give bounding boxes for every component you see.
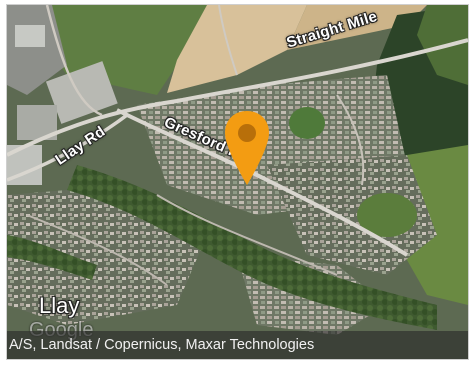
tree-belt [67,165,437,330]
location-pin-icon[interactable] [222,109,272,189]
map-attribution: A/S, Landsat / Copernicus, Maxar Technol… [7,331,468,359]
road-straight-mile [7,38,468,157]
satellite-imagery[interactable] [7,5,468,359]
place-label-llay: Llay [39,293,80,318]
map-view[interactable]: Straight Mile Gresford Rd Llay Rd Google… [6,4,469,360]
road-gresford [116,108,409,257]
field-area [167,5,307,93]
residential-area [267,155,437,275]
field-area [287,5,427,50]
road-llay [7,113,129,182]
